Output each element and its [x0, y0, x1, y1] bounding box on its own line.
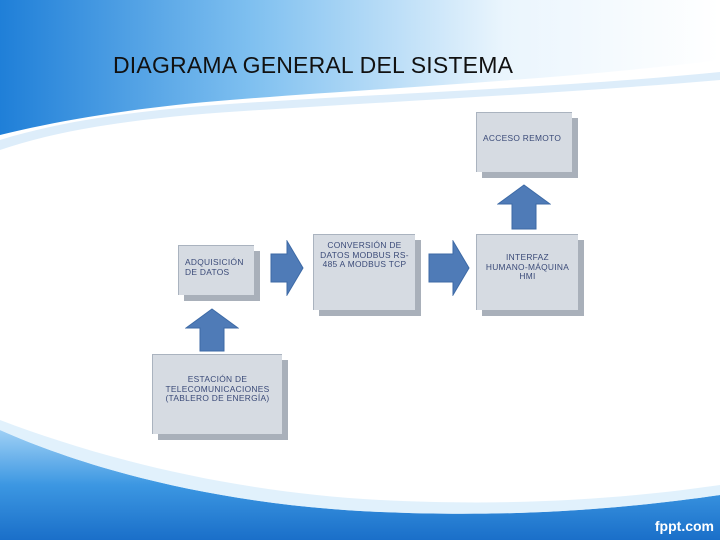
- top-wave: [0, 0, 720, 135]
- arrow-right-to-conversion: [270, 240, 304, 296]
- box-estacion-telecom-label: ESTACIÓN DE TELECOMUNICACIONES (TABLERO …: [165, 374, 270, 403]
- box-acceso-remoto: ACCESO REMOTO: [476, 112, 572, 172]
- top-wave-highlight: [0, 72, 720, 150]
- page-title: DIAGRAMA GENERAL DEL SISTEMA: [113, 52, 514, 78]
- arrow-up-to-acceso-remoto: [497, 184, 551, 230]
- box-interfaz-hmi-label: INTERFAZ HUMANO-MÁQUINA HMI: [485, 252, 570, 281]
- box-estacion-telecom: ESTACIÓN DE TELECOMUNICACIONES (TABLERO …: [152, 354, 282, 434]
- box-acceso-remoto-label: ACCESO REMOTO: [483, 133, 562, 143]
- watermark-logo: fppt.com: [654, 518, 714, 534]
- box-conversion-datos-label: CONVERSIÓN DE DATOS MODBUS RS-485 A MODB…: [320, 240, 409, 269]
- box-conversion-datos: CONVERSIÓN DE DATOS MODBUS RS-485 A MODB…: [313, 234, 415, 310]
- bottom-wave-highlight: [0, 420, 720, 514]
- bottom-wave: [0, 430, 720, 540]
- arrow-right-to-hmi: [428, 240, 470, 296]
- box-adquisicion-datos: ADQUISICIÓN DE DATOS: [178, 245, 254, 295]
- arrow-up-to-adquisicion: [185, 308, 239, 352]
- box-adquisicion-datos-label: ADQUISICIÓN DE DATOS: [185, 257, 244, 277]
- box-interfaz-hmi: INTERFAZ HUMANO-MÁQUINA HMI: [476, 234, 578, 310]
